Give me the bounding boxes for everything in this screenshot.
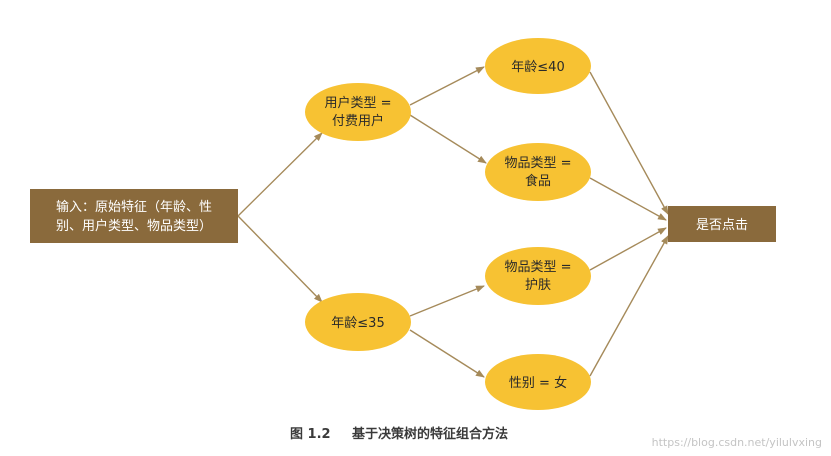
item-skincare-node: 物品类型 = 护肤 bbox=[485, 247, 591, 305]
item-food-node-label-line2: 食品 bbox=[525, 173, 551, 189]
edge-item-food-to-output bbox=[589, 177, 667, 221]
edges bbox=[237, 66, 669, 378]
edge-input-to-age-35 bbox=[237, 215, 323, 303]
edge-gender-to-output bbox=[589, 235, 669, 377]
item-food-node-ellipse bbox=[485, 143, 591, 201]
edge-user-type-to-item-food bbox=[409, 114, 487, 164]
output-node: 是否点击 bbox=[668, 206, 776, 242]
gender-node-label: 性别 = 女 bbox=[509, 375, 567, 391]
edge-user-type-to-age-40 bbox=[409, 66, 485, 106]
watermark-text: https://blog.csdn.net/yilulvxing bbox=[652, 436, 822, 449]
edge-item-skincare-to-output bbox=[589, 227, 667, 271]
age-35-node: 年龄≤35 bbox=[305, 293, 411, 351]
age-35-node-ellipse bbox=[305, 293, 411, 351]
input-node: 输入：原始特征（年龄、性 别、用户类型、物品类型） bbox=[30, 189, 238, 243]
figure-caption: 图 1.2 基于决策树的特征组合方法 bbox=[290, 426, 508, 442]
item-food-node: 物品类型 = 食品 bbox=[485, 143, 591, 201]
user-type-node-label-line2: 付费用户 bbox=[332, 113, 384, 129]
user-type-node: 用户类型 = 付费用户 bbox=[305, 83, 411, 141]
user-type-node-label-line1: 用户类型 = bbox=[324, 95, 391, 111]
age-40-node-label: 年龄≤40 bbox=[511, 60, 564, 75]
item-food-node-label-line1: 物品类型 = bbox=[504, 156, 571, 171]
input-node-label-line1: 输入：原始特征（年龄、性 bbox=[56, 199, 212, 215]
output-node-box bbox=[668, 206, 776, 242]
input-node-label-line2: 别、用户类型、物品类型） bbox=[56, 218, 212, 234]
gender-node: 性别 = 女 bbox=[485, 354, 591, 410]
edge-input-to-user-type bbox=[237, 132, 323, 217]
item-skincare-node-ellipse bbox=[485, 247, 591, 305]
edge-age-40-to-output bbox=[589, 71, 669, 215]
age-40-node: 年龄≤40 bbox=[485, 38, 591, 94]
caption-title: 基于决策树的特征组合方法 bbox=[351, 426, 508, 442]
edge-age-35-to-item-skincare bbox=[409, 285, 485, 317]
age-35-node-label: 年龄≤35 bbox=[331, 316, 384, 331]
age-40-node-ellipse bbox=[485, 38, 591, 94]
caption-number: 图 1.2 bbox=[290, 427, 331, 442]
item-skincare-node-label-line2: 护肤 bbox=[525, 278, 551, 293]
gender-node-ellipse bbox=[485, 354, 591, 410]
output-node-label: 是否点击 bbox=[696, 218, 748, 233]
user-type-node-ellipse bbox=[305, 83, 411, 141]
edge-age-35-to-gender bbox=[409, 329, 485, 378]
input-node-box bbox=[30, 189, 238, 243]
item-skincare-node-label-line1: 物品类型 = bbox=[504, 260, 571, 275]
